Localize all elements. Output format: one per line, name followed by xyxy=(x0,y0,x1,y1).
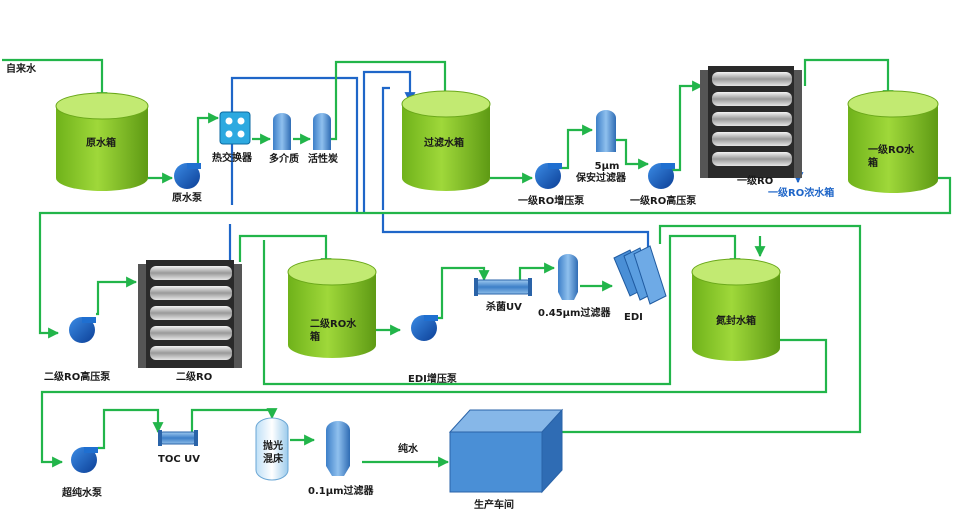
carbon-filter xyxy=(313,113,331,150)
label-raw-tank: 原水箱 xyxy=(86,138,116,149)
label-ro2: 二级RO xyxy=(176,372,213,383)
label-ro1: 一级RO xyxy=(737,176,774,187)
label-ro1-concentrate-tank: 一级RO浓水箱 xyxy=(768,188,835,199)
label-ro1-tank: 一级RO水箱 xyxy=(868,145,915,169)
label-tap-water: 自来水 xyxy=(6,64,36,75)
sterilizer-uv xyxy=(474,278,532,296)
multimedia-filter xyxy=(273,113,291,150)
label-carbon-filter: 活性炭 xyxy=(308,154,338,165)
label-polishing-resin: 抛光混床 xyxy=(263,441,283,465)
label-multimedia-filter: 多介质 xyxy=(269,154,299,165)
label-sterilizer-uv: 杀菌UV xyxy=(486,302,522,313)
label-5um: 5μm xyxy=(594,161,620,172)
ro2-hp-pump xyxy=(69,317,96,343)
ro2-water-tank xyxy=(287,258,377,358)
toc-uv xyxy=(158,430,198,446)
filtered-water-tank xyxy=(401,90,491,191)
edi-module xyxy=(613,245,667,305)
label-ro2-tank: 二级RO水箱 xyxy=(310,319,357,343)
ro1-hp-pump xyxy=(648,163,675,189)
polishing-resin-bed xyxy=(255,417,289,481)
ultrapure-pump xyxy=(71,447,98,473)
label-edi: EDI xyxy=(624,312,643,323)
production-workshop-box xyxy=(448,408,564,494)
raw-water-pump xyxy=(174,163,201,189)
filter-045-vessel xyxy=(558,254,578,300)
green-water-lines xyxy=(2,58,952,468)
heat-exchanger xyxy=(219,111,251,145)
label-heat-exchanger: 热交换器 xyxy=(212,153,252,164)
label-pure-water: 纯水 xyxy=(398,444,418,455)
edi-booster-pump xyxy=(411,315,438,341)
label-ultrapure-pump: 超纯水泵 xyxy=(62,488,102,499)
filter-01-vessel xyxy=(326,421,350,476)
label-ro1-hp-pump: 一级RO高压泵 xyxy=(630,196,697,207)
label-ro1-booster: 一级RO增压泵 xyxy=(518,196,585,207)
ro1-membrane-rack xyxy=(700,66,802,178)
label-filter-01: 0.1μm过滤器 xyxy=(308,486,374,497)
ro1-water-tank xyxy=(847,90,939,193)
ro2-membrane-rack xyxy=(138,260,242,368)
raw-water-tank xyxy=(55,92,149,191)
label-ro2-hp-pump: 二级RO高压泵 xyxy=(44,372,111,383)
label-toc-uv: TOC UV xyxy=(158,454,201,465)
label-raw-pump: 原水泵 xyxy=(172,193,202,204)
label-filtered-tank: 过滤水箱 xyxy=(424,138,464,149)
label-workshop: 生产车间 xyxy=(474,500,514,511)
label-filter-045: 0.45μm过滤器 xyxy=(538,308,611,319)
label-sealed-tank: 氮封水箱 xyxy=(716,316,756,327)
nitrogen-sealed-tank xyxy=(691,258,781,361)
label-security-filter: 保安过滤器 xyxy=(576,173,626,184)
label-edi-booster: EDI增压泵 xyxy=(408,374,457,385)
ro1-booster-pump xyxy=(535,163,562,189)
security-filter-5um xyxy=(596,110,616,152)
